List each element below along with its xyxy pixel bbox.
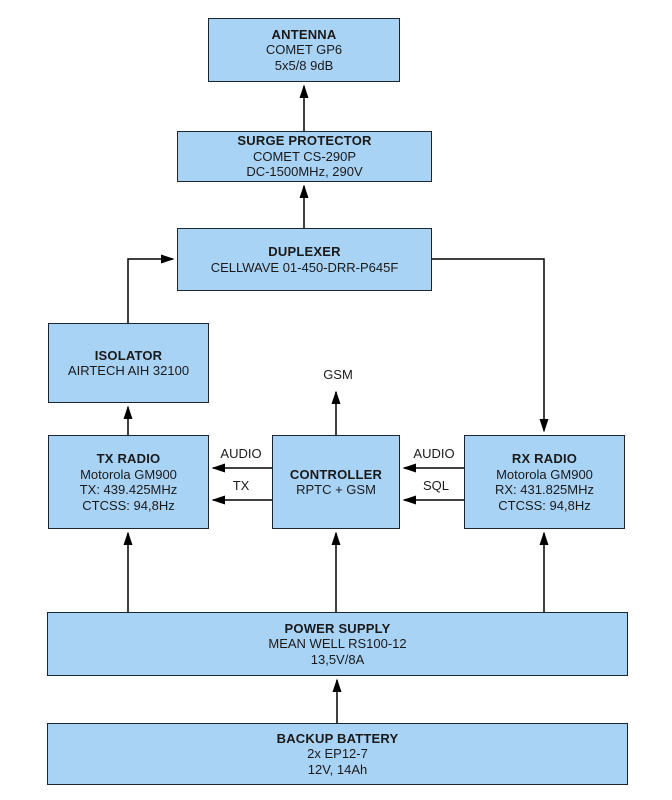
node-power-supply-title: POWER SUPPLY <box>284 620 391 636</box>
node-tx-radio-freq: TX: 439.425MHz <box>79 482 178 497</box>
node-tx-radio-model: Motorola GM900 <box>80 466 177 482</box>
node-surge-protector: SURGE PROTECTOR COMET CS-290P DC-1500MHz… <box>177 131 432 182</box>
edge-label-rx-ctrl-sql: SQL <box>422 478 450 493</box>
node-power-supply-model: MEAN WELL RS100-12 <box>268 636 407 652</box>
node-isolator-title: ISOLATOR <box>94 347 163 363</box>
node-duplexer-title: DUPLEXER <box>268 244 341 259</box>
node-antenna: ANTENNA COMET GP6 5x5/8 9dB <box>208 18 400 82</box>
node-controller-title: CONTROLLER <box>289 466 383 482</box>
node-surge-model: COMET CS-290P <box>252 148 357 164</box>
node-duplexer-model: CELLWAVE 01-450-DRR-P645F <box>210 259 399 275</box>
node-rx-radio: RX RADIO Motorola GM900 RX: 431.825MHz C… <box>464 435 625 529</box>
node-backup-battery-spec: 12V, 14Ah <box>307 761 368 777</box>
node-backup-battery-model: 2x EP12-7 <box>307 746 368 762</box>
node-power-supply-spec: 13,5V/8A <box>310 651 365 667</box>
node-tx-radio-title: TX RADIO <box>96 451 161 466</box>
edge-duplexer-to-rx <box>432 258 549 433</box>
node-antenna-model: COMET GP6 <box>265 42 343 58</box>
node-backup-battery: BACKUP BATTERY 2x EP12-7 12V, 14Ah <box>47 723 628 785</box>
node-antenna-title: ANTENNA <box>271 26 337 42</box>
edge-label-ctrl-tx-audio: AUDIO <box>220 446 262 461</box>
edge-isolator-to-duplexer <box>127 254 175 323</box>
edge-label-rx-ctrl-audio: AUDIO <box>413 446 455 461</box>
node-controller: CONTROLLER RPTC + GSM <box>272 435 400 529</box>
node-isolator-model: AIRTECH AIH 32100 <box>67 363 190 378</box>
node-rx-radio-title: RX RADIO <box>511 451 578 466</box>
node-tx-radio: TX RADIO Motorola GM900 TX: 439.425MHz C… <box>48 435 209 529</box>
node-controller-model: RPTC + GSM <box>296 482 376 497</box>
node-surge-spec: DC-1500MHz, 290V <box>246 164 363 180</box>
node-rx-radio-ctcss: CTCSS: 94,8Hz <box>498 497 591 513</box>
node-duplexer: DUPLEXER CELLWAVE 01-450-DRR-P645F <box>177 228 432 291</box>
edge-label-gsm: GSM <box>323 367 353 382</box>
edge-label-ctrl-tx-tx: TX <box>232 478 250 493</box>
node-antenna-spec: 5x5/8 9dB <box>274 57 334 73</box>
node-rx-radio-model: Motorola GM900 <box>496 466 593 482</box>
node-backup-battery-title: BACKUP BATTERY <box>276 730 399 746</box>
node-power-supply: POWER SUPPLY MEAN WELL RS100-12 13,5V/8A <box>47 612 628 676</box>
node-tx-radio-ctcss: CTCSS: 94,8Hz <box>82 497 175 513</box>
node-isolator: ISOLATOR AIRTECH AIH 32100 <box>48 323 209 403</box>
node-surge-title: SURGE PROTECTOR <box>237 133 372 149</box>
node-rx-radio-freq: RX: 431.825MHz <box>495 482 594 497</box>
